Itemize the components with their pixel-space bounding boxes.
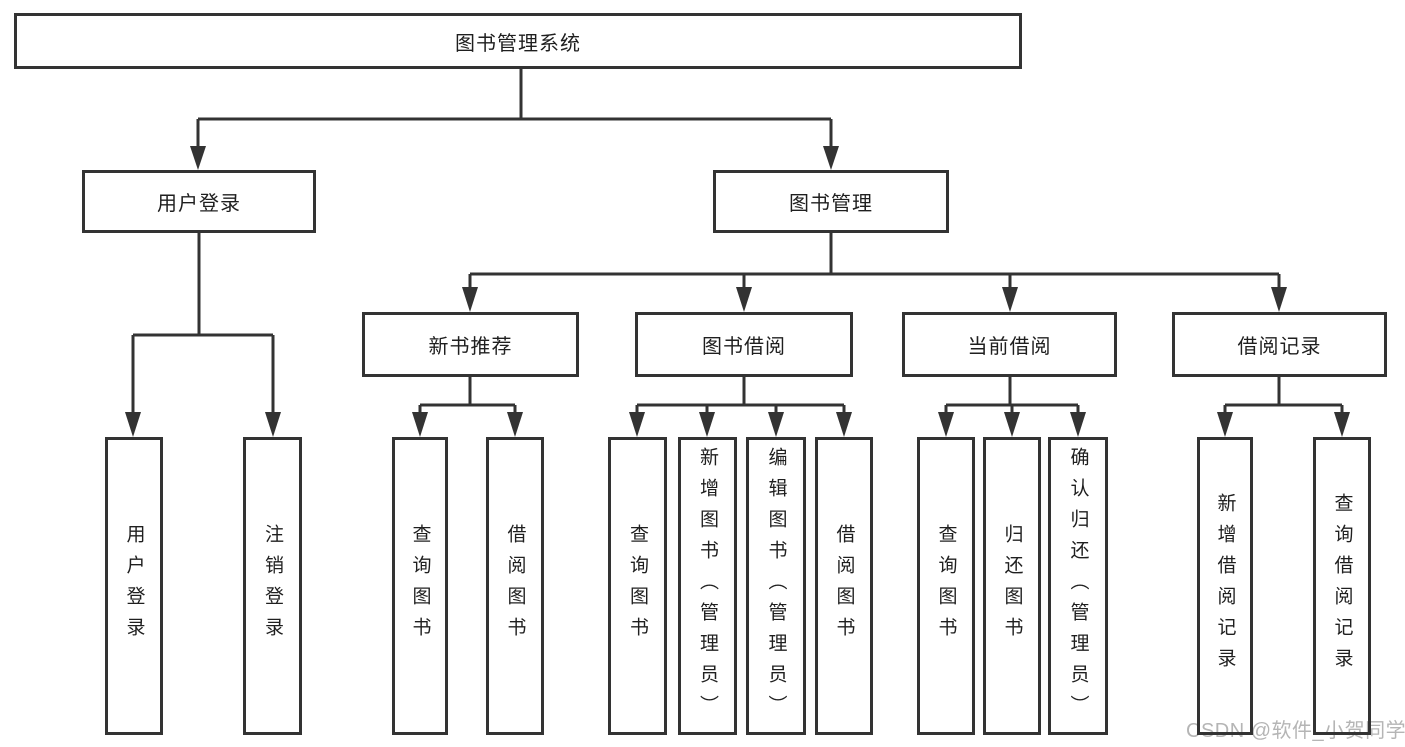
node-leaf-borrow-books-2: 借阅图书 <box>815 437 873 735</box>
arrowhead <box>507 412 523 437</box>
connector-book-mgmt-to-level3 <box>462 233 1287 312</box>
node-label: 查询图书 <box>409 524 431 648</box>
node-current-borrowing: 当前借阅 <box>902 312 1117 377</box>
node-leaf-logout: 注销登录 <box>243 437 302 735</box>
csdn-watermark: CSDN @软件_小贺同学 <box>1186 720 1405 742</box>
node-label: 查询图书 <box>627 524 648 648</box>
node-label: 用户登录 <box>123 524 145 648</box>
node-user-login-branch: 用户登录 <box>82 170 316 233</box>
node-label: 查询图书 <box>935 524 957 648</box>
node-label: 用户登录 <box>157 193 241 215</box>
node-label: 查询借阅记录 <box>1331 493 1353 679</box>
node-label: 借阅记录 <box>1237 336 1322 358</box>
arrowhead <box>736 287 752 312</box>
node-label: 新增借阅记录 <box>1214 493 1236 679</box>
node-leaf-query-books-2: 查询图书 <box>608 437 667 735</box>
node-label: 编辑图书（管理员） <box>765 446 787 726</box>
arrowhead <box>938 412 954 437</box>
arrowhead <box>699 412 715 437</box>
arrowhead <box>1070 412 1086 437</box>
node-leaf-confirm-return-admin: 确认归还（管理员） <box>1048 437 1108 735</box>
node-leaf-edit-books-admin: 编辑图书（管理员） <box>746 437 806 735</box>
arrowhead <box>836 412 852 437</box>
node-leaf-query-books-3: 查询图书 <box>917 437 975 735</box>
arrowhead <box>1334 412 1350 437</box>
connector-new-book-rec-branch <box>412 377 523 437</box>
node-label: 新增图书（管理员） <box>697 446 718 726</box>
arrowhead <box>190 146 206 170</box>
connector-book-borrow-branch <box>629 377 852 437</box>
node-book-borrowing: 图书借阅 <box>635 312 853 377</box>
node-label: 图书管理 <box>789 193 873 215</box>
node-label: 当前借阅 <box>967 336 1052 358</box>
arrowhead <box>1271 287 1287 312</box>
node-label: 图书借阅 <box>702 336 786 358</box>
connector-borrow-records-branch <box>1217 377 1350 437</box>
node-leaf-add-borrow-record: 新增借阅记录 <box>1197 437 1253 735</box>
arrowhead <box>823 146 839 170</box>
node-new-book-recommend: 新书推荐 <box>362 312 579 377</box>
node-book-management-branch: 图书管理 <box>713 170 949 233</box>
arrowhead <box>768 412 784 437</box>
node-label: 注销登录 <box>262 524 283 648</box>
node-label: 新书推荐 <box>428 336 513 358</box>
arrowhead <box>1002 287 1018 312</box>
node-label: 图书管理系统 <box>455 32 581 55</box>
arrowhead <box>412 412 428 437</box>
node-leaf-user-login: 用户登录 <box>105 437 163 735</box>
node-leaf-query-books-1: 查询图书 <box>392 437 448 735</box>
arrowhead <box>1217 412 1233 437</box>
node-label: 确认归还（管理员） <box>1067 446 1089 726</box>
node-leaf-return-books: 归还图书 <box>983 437 1041 735</box>
arrowhead <box>462 287 478 312</box>
connector-user-login-branch <box>125 233 281 437</box>
node-label: 借阅图书 <box>504 524 526 648</box>
node-label: 借阅图书 <box>833 524 855 648</box>
node-leaf-borrow-books-1: 借阅图书 <box>486 437 544 735</box>
connector-current-borrow-branch <box>938 377 1086 437</box>
node-borrowing-records: 借阅记录 <box>1172 312 1387 377</box>
node-label: 归还图书 <box>1001 524 1023 648</box>
arrowhead <box>1004 412 1020 437</box>
node-leaf-query-borrow-record: 查询借阅记录 <box>1313 437 1371 735</box>
arrowhead <box>629 412 645 437</box>
node-leaf-add-books-admin: 新增图书（管理员） <box>678 437 737 735</box>
arrowhead <box>265 412 281 437</box>
connector-root-to-level2 <box>190 69 839 170</box>
node-root-system: 图书管理系统 <box>14 13 1022 69</box>
arrowhead <box>125 412 141 437</box>
